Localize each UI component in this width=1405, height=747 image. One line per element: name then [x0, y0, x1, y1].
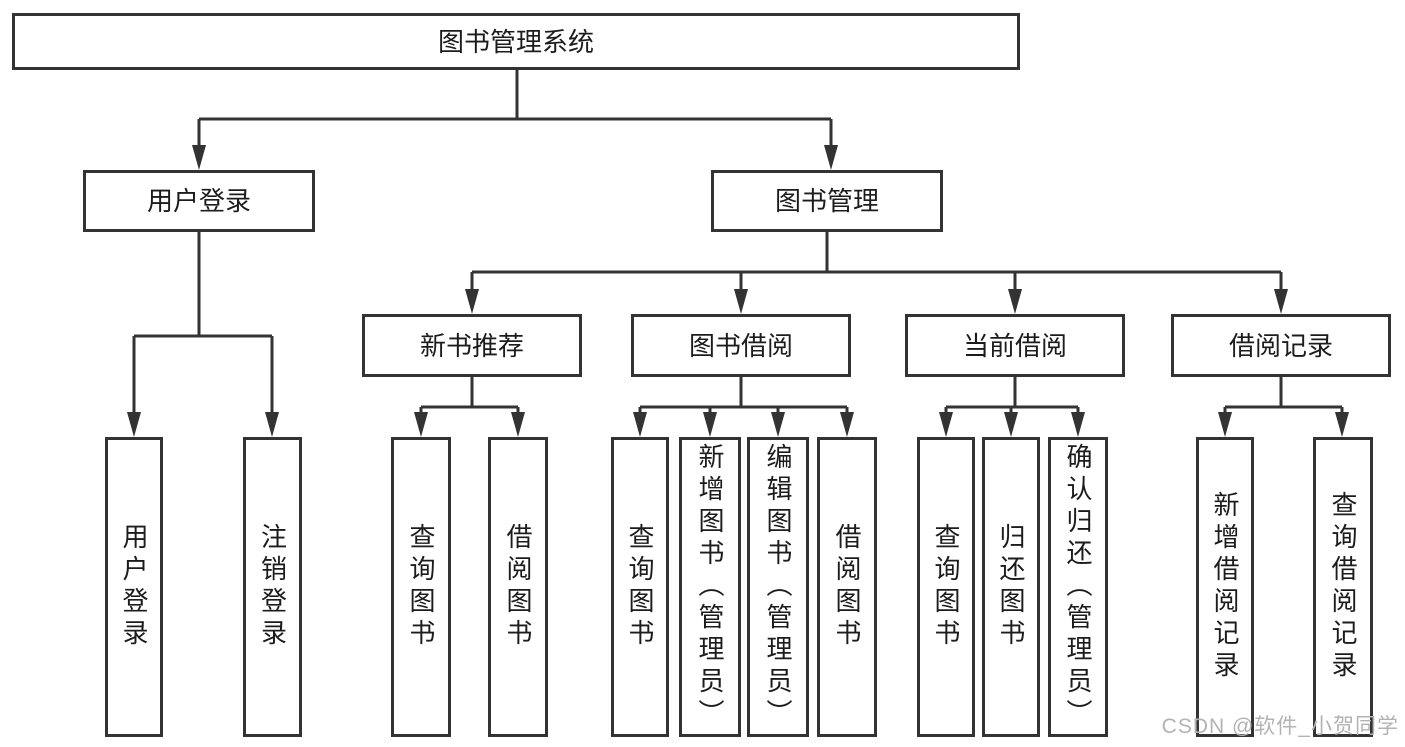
arrowhead [414, 412, 428, 437]
node-book-management: 图书管理 [711, 170, 943, 232]
node-leaf-return-book: 归还图书 [982, 437, 1040, 737]
node-leaf-query-borrow-record: 查询借阅记录 [1313, 437, 1373, 737]
csdn-watermark: CSDN @软件_小贺同学 [1161, 715, 1399, 738]
connector-book-borrow [638, 377, 849, 414]
arrowhead [192, 145, 206, 170]
connector-borrow-record [1223, 377, 1344, 414]
node-new-book-recommend: 新书推荐 [362, 314, 582, 377]
node-user-login: 用户登录 [83, 170, 315, 232]
arrowhead [265, 412, 279, 437]
arrowhead [939, 412, 953, 437]
connector-user-login [132, 232, 274, 414]
node-book-borrow: 图书借阅 [631, 314, 851, 377]
connector-book-mgmt [470, 232, 1283, 291]
arrowhead [511, 412, 525, 437]
arrowhead [1071, 412, 1085, 437]
node-current-borrow: 当前借阅 [905, 314, 1125, 377]
node-leaf-confirm-return-admin: 确认归还（管理员） [1048, 437, 1108, 737]
node-leaf-edit-book-admin: 编辑图书（管理员） [747, 437, 809, 737]
arrowhead [127, 412, 141, 437]
node-leaf-borrow-book-1: 借阅图书 [488, 437, 548, 737]
node-library-management-system: 图书管理系统 [12, 13, 1020, 70]
node-leaf-borrow-book-2: 借阅图书 [817, 437, 877, 737]
arrowhead [465, 289, 479, 314]
arrowhead [1004, 412, 1018, 437]
arrowhead [1274, 289, 1288, 314]
node-leaf-add-book-admin: 新增图书（管理员） [679, 437, 741, 737]
node-leaf-user-login: 用户登录 [105, 437, 163, 737]
arrowhead [1008, 289, 1022, 314]
connector-current-borrow [944, 377, 1080, 414]
node-leaf-query-book-3: 查询图书 [917, 437, 975, 737]
arrowhead [840, 412, 854, 437]
node-leaf-add-borrow-record: 新增借阅记录 [1196, 437, 1254, 737]
node-leaf-query-book-2: 查询图书 [611, 437, 669, 737]
arrowhead [734, 289, 748, 314]
node-leaf-logout: 注销登录 [243, 437, 302, 737]
arrowhead [824, 145, 838, 170]
arrowhead [1335, 412, 1349, 437]
arrowhead [1218, 412, 1232, 437]
arrowhead [771, 412, 785, 437]
node-borrow-record: 借阅记录 [1171, 314, 1391, 377]
arrowhead [633, 412, 647, 437]
node-leaf-query-book-1: 查询图书 [391, 437, 451, 737]
connector-new-book [419, 377, 520, 414]
arrowhead [703, 412, 717, 437]
connector-root [197, 70, 833, 147]
